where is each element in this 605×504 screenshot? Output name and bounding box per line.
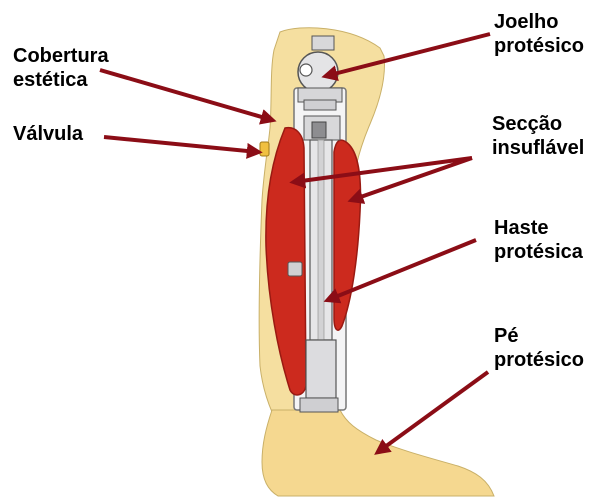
label-haste-line1: Haste (494, 216, 583, 240)
label-seccao-line2: insuflável (492, 136, 584, 160)
label-joelho-protesico: Joelho protésico (494, 10, 584, 58)
label-cobertura-line1: Cobertura (13, 44, 109, 68)
label-haste-line2: protésica (494, 240, 583, 264)
arrow-cobertura (100, 70, 272, 120)
valve (260, 142, 269, 156)
label-pe-protesico: Pé protésico (494, 324, 584, 372)
label-haste-protesica: Haste protésica (494, 216, 583, 264)
label-valvula: Válvula (13, 122, 83, 146)
label-joelho-line1: Joelho (494, 10, 584, 34)
label-seccao-line1: Secção (492, 112, 584, 136)
label-cobertura-line2: estética (13, 68, 109, 92)
label-pe-line2: protésico (494, 348, 584, 372)
label-cobertura-estetica: Cobertura estética (13, 44, 109, 92)
label-valvula-line1: Válvula (13, 122, 83, 146)
arrow-valvula (104, 137, 258, 152)
label-seccao-insuflavel: Secção insuflável (492, 112, 584, 160)
inflatable-section-right (334, 140, 360, 330)
arrow-pe (378, 372, 488, 452)
prosthetic-foot (262, 410, 494, 496)
label-pe-line1: Pé (494, 324, 584, 348)
label-joelho-line2: protésico (494, 34, 584, 58)
